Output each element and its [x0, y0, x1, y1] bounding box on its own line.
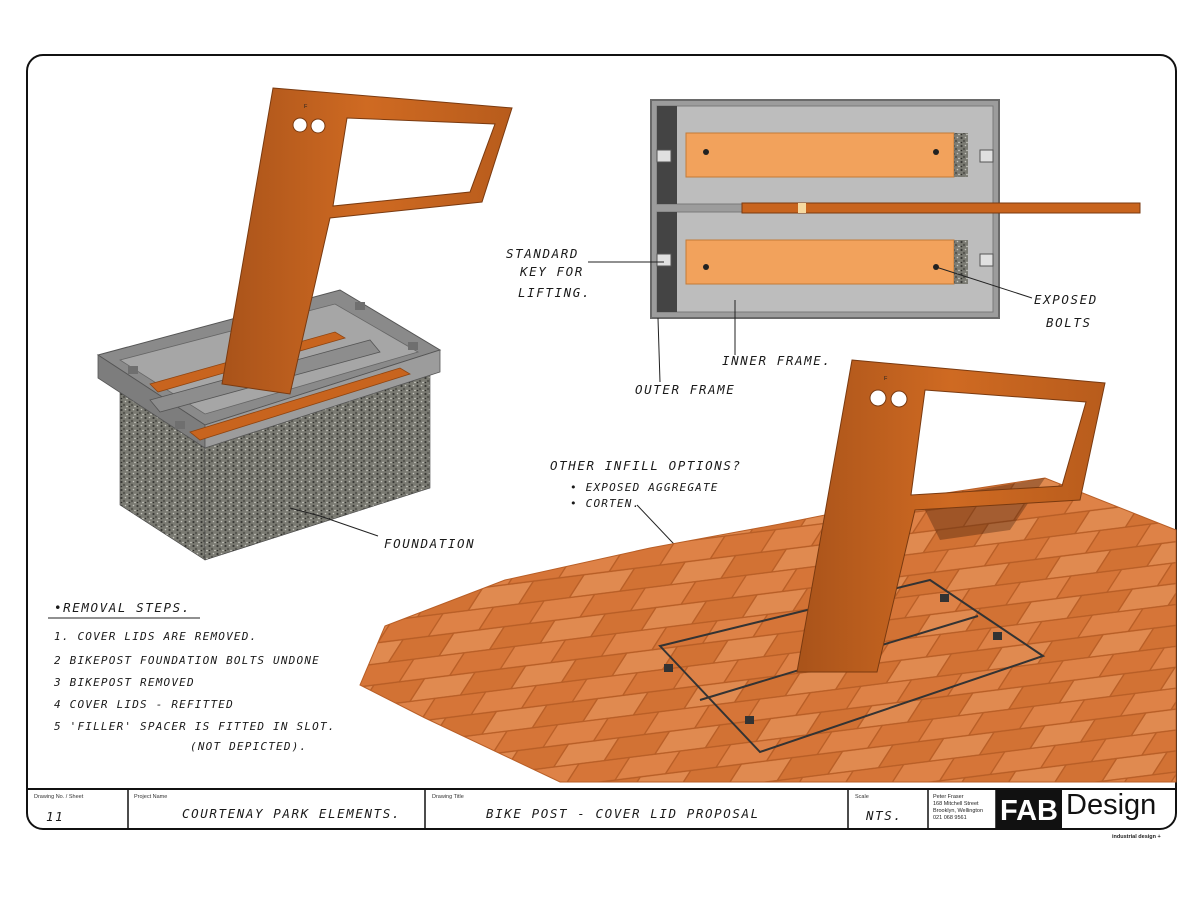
exposed-bolts-label-1: EXPOSED — [1034, 292, 1098, 307]
outer-frame-label: OUTER FRAME — [635, 382, 735, 397]
contact-line-2: 168 Mitchell Street — [933, 801, 979, 807]
standard-key-label-3: LIFTING. — [518, 285, 591, 300]
logo-block — [996, 789, 1062, 829]
drawing-title-value: BIKE POST - COVER LID PROPOSAL — [486, 806, 760, 821]
project-value: COURTENAY PARK ELEMENTS. — [182, 806, 401, 821]
plan-view — [650, 99, 1141, 319]
standard-key-label-2: KEY FOR — [519, 264, 584, 279]
lid-top — [685, 132, 955, 178]
bike-post-installed: F — [796, 359, 1106, 673]
logo-tagline: industrial design + — [1112, 834, 1161, 840]
removal-step-2: 2 BIKEPOST FOUNDATION BOLTS UNDONE — [54, 654, 320, 667]
exposed-bolts-label-2: BOLTS — [1046, 315, 1092, 330]
logo-design: Design — [1066, 789, 1156, 821]
removal-step-1: 1. COVER LIDS ARE REMOVED. — [54, 630, 257, 643]
drawing-no-value: 11 — [46, 809, 64, 824]
project-label: Project Name — [134, 794, 167, 800]
contact-line-4: 021 068 9561 — [933, 815, 967, 821]
removal-step-5-note: (NOT DEPICTED). — [190, 740, 307, 753]
contact-line-3: Brooklyn, Wellington — [933, 808, 983, 814]
infill-option-aggregate: • EXPOSED AGGREGATE — [570, 481, 719, 494]
scale-value: NTS. — [865, 808, 903, 823]
logo-fab: FAB — [1000, 795, 1058, 827]
title-block: Drawing No. / Sheet 11 Project Name COUR… — [27, 788, 1176, 840]
inner-frame-label: INNER FRAME. — [722, 353, 832, 368]
svg-text:F: F — [304, 104, 308, 110]
infill-option-corten: • CORTEN. — [570, 497, 640, 510]
removal-step-5: 5 'FILLER' SPACER IS FITTED IN SLOT. — [54, 720, 336, 733]
drawing-no-label: Drawing No. / Sheet — [34, 794, 84, 800]
standard-key-label-1: STANDARD — [506, 246, 579, 261]
foundation-label: FOUNDATION — [384, 536, 475, 551]
scale-label: Scale — [855, 794, 869, 800]
contact-line-1: Peter Fraser — [933, 794, 964, 800]
removal-step-4: 4 COVER LIDS - REFITTED — [54, 698, 234, 711]
drawing-title-label: Drawing Title — [432, 794, 464, 800]
bike-post-isometric: F — [221, 87, 513, 395]
removal-steps: •REMOVAL STEPS. 1. COVER LIDS ARE REMOVE… — [48, 600, 336, 753]
lid-bottom — [685, 239, 955, 285]
svg-text:F: F — [884, 376, 888, 382]
infill-title: OTHER INFILL OPTIONS? — [550, 458, 742, 473]
post-bar-plan — [741, 202, 1141, 214]
removal-step-3: 3 BIKEPOST REMOVED — [53, 676, 195, 689]
removal-title: •REMOVAL STEPS. — [54, 600, 191, 615]
